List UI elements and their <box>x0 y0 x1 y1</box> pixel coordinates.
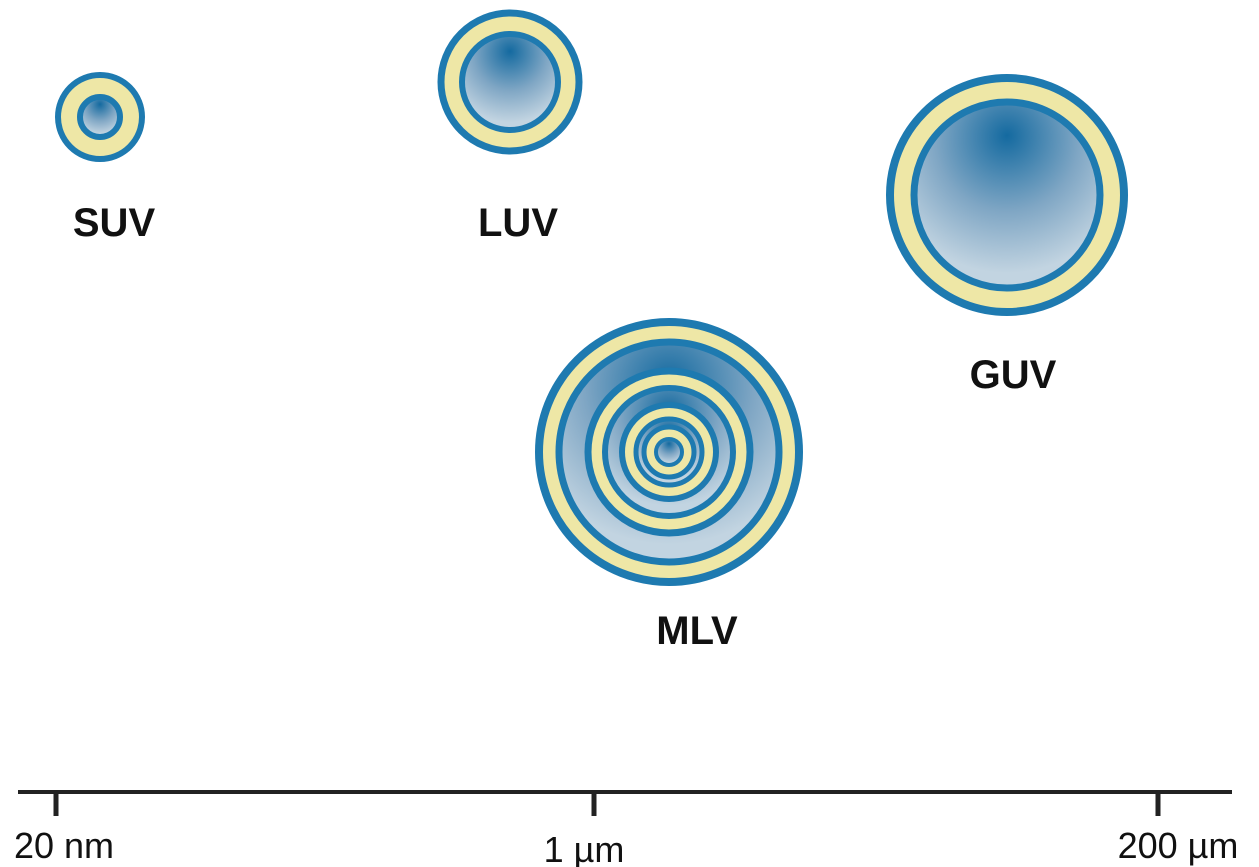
guv-vesicle <box>886 74 1128 316</box>
tick-label-20nm: 20 nm <box>14 825 114 866</box>
luv-vesicle <box>437 9 583 155</box>
tick-label-1um: 1 µm <box>544 829 625 867</box>
mlv-vesicle <box>535 318 803 586</box>
tick-label-200um: 200 µm <box>1118 825 1239 866</box>
guv-label: GUV <box>970 353 1057 397</box>
size-scale-axis: 20 nm 1 µm 200 µm <box>14 790 1239 867</box>
luv-label: LUV <box>478 201 558 245</box>
mlv-label: MLV <box>656 609 738 653</box>
suv-label: SUV <box>73 201 156 245</box>
suv-vesicle <box>55 72 145 162</box>
